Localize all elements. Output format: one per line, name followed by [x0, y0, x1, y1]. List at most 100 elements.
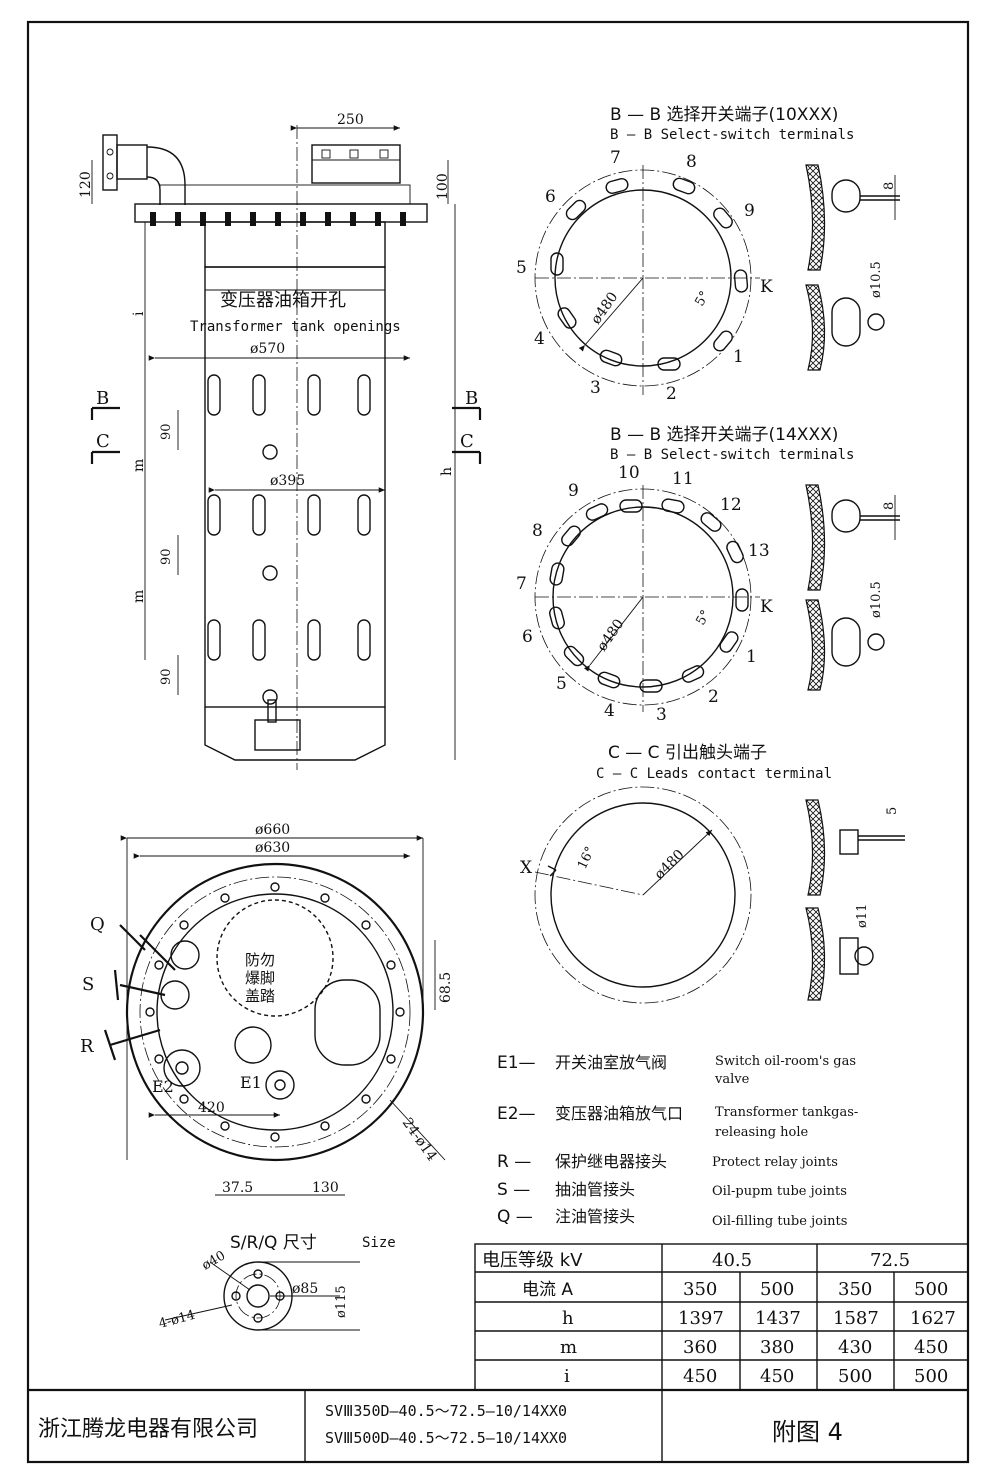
- plan-view: ø660 ø630 Q S R E2 E1 防勿 爆脚 盖踏 68.5 420 …: [80, 822, 454, 1196]
- table-cell: 360: [683, 1337, 717, 1358]
- bb10-terminals: [550, 177, 749, 371]
- legend-cn-s: 抽油管接头: [555, 1180, 635, 1199]
- legend-en1-s: Oil-pupm tube joints: [712, 1184, 847, 1199]
- legend-code-s: S —: [497, 1180, 530, 1200]
- bb14-num-3: 3: [656, 705, 667, 725]
- bb14-num-8: 8: [532, 521, 543, 541]
- legend-en2-e2: releasing hole: [715, 1125, 809, 1140]
- legend-en1-e2: Transformer tankgas-: [715, 1105, 858, 1120]
- plan-label-s: S: [82, 974, 94, 995]
- table-cell: 1627: [910, 1308, 956, 1329]
- table-cell: 1437: [755, 1308, 801, 1329]
- bb10-num-7: 7: [610, 148, 621, 168]
- table-cell: 350: [838, 1279, 872, 1300]
- section-b-left: B: [96, 388, 109, 409]
- plan-warning-1: 防勿: [245, 951, 275, 969]
- table-cell: 500: [914, 1279, 948, 1300]
- dim-90a: 90: [159, 423, 174, 440]
- section-b-right: B: [465, 388, 478, 409]
- table-cell: 500: [838, 1366, 872, 1387]
- dim-m1: m: [131, 459, 147, 472]
- bb-14xxx-section: B — B 选择开关端子(14XXX) B — B Select-switch …: [516, 425, 900, 725]
- table-cell: 500: [760, 1279, 794, 1300]
- bb10-num-4: 4: [534, 329, 545, 349]
- cc-title-cn: C — C 引出触头端子: [608, 743, 767, 763]
- bb10-angle: 5°: [692, 289, 712, 309]
- plan-dim-130: 130: [312, 1180, 339, 1196]
- section-c-left: C: [96, 431, 110, 452]
- cc-dim-11: ø11: [855, 904, 870, 928]
- legend-en1-e1: Switch oil-room's gas: [715, 1054, 856, 1069]
- bb14-detail: [805, 484, 900, 691]
- pipe-elbow: [102, 134, 186, 205]
- tank-cylinder: [204, 266, 386, 708]
- bb14-num-13: 13: [748, 541, 770, 561]
- size-title: S/R/Q 尺寸: [230, 1233, 317, 1253]
- figure-number: 附图 4: [772, 1418, 843, 1446]
- size-d40: ø40: [200, 1248, 229, 1273]
- plan-dim-375: 37.5: [222, 1180, 253, 1196]
- cc-dia: ø480: [652, 847, 688, 883]
- cc-circle: [550, 802, 736, 988]
- dim-90b: 90: [159, 548, 174, 565]
- plan-dim-420: 420: [198, 1100, 225, 1116]
- bb10-dim-8: 8: [882, 182, 897, 190]
- outer-frame: [26, 20, 970, 1464]
- table-cell: 430: [838, 1337, 872, 1358]
- legend-cn-r: 保护继电器接头: [555, 1152, 667, 1171]
- table-cell: 450: [683, 1366, 717, 1387]
- cc-angle: 16°: [575, 844, 598, 871]
- pipe-r: [103, 1028, 201, 1087]
- size-d115: ø115: [334, 1285, 349, 1318]
- table-row-label-current: 电流 A: [522, 1280, 573, 1300]
- bb10-num-5: 5: [516, 258, 527, 278]
- bb14-num-2: 2: [708, 687, 719, 707]
- dia-570: ø570: [250, 341, 285, 357]
- dim-m2: m: [131, 590, 147, 603]
- bb10-title-cn: B — B 选择开关端子(10XXX): [610, 105, 838, 125]
- bb14-num-10: 10: [618, 463, 640, 483]
- tank-elevation-view: 250 120 100 i 90 m 90 m 90 h 变压器油箱开孔 Tra…: [78, 112, 482, 770]
- bb14-num-1: 1: [746, 647, 757, 667]
- bb14-num-7: 7: [516, 574, 527, 594]
- table-cell: 1397: [678, 1308, 724, 1329]
- size-holes: 4-ø14: [157, 1308, 197, 1332]
- flange-bolts: [150, 212, 406, 226]
- bb10-num-3: 3: [590, 378, 601, 398]
- company-name: 浙江腾龙电器有限公司: [38, 1417, 258, 1442]
- plan-dim-685: 68.5: [438, 972, 454, 1003]
- legend-cn-e1: 开关油室放气阀: [555, 1053, 667, 1072]
- title-block: 浙江腾龙电器有限公司 SVⅢ350D—40.5～72.5—10/14XX0 SV…: [28, 1388, 968, 1462]
- cc-section: C — C 引出触头端子 C — C Leads contact termina…: [520, 743, 905, 1004]
- bb14-num-4: 4: [604, 701, 615, 721]
- legend-cn-e2: 变压器油箱放气口: [555, 1104, 683, 1123]
- pipe-q: [119, 924, 200, 971]
- bb14-num-6: 6: [522, 627, 533, 647]
- model-number-1: SVⅢ350D—40.5～72.5—10/14XX0: [325, 1402, 567, 1420]
- bb14-dim-105: ø10.5: [869, 581, 884, 618]
- bb14-angle: 5°: [693, 608, 713, 628]
- section-c-right: C: [460, 431, 474, 452]
- cc-x: X: [520, 858, 533, 878]
- legend-en1-r: Protect relay joints: [712, 1155, 838, 1170]
- table-voltage-1: 40.5: [712, 1250, 752, 1271]
- cc-detail: [805, 799, 905, 1001]
- table-voltage-2: 72.5: [870, 1250, 910, 1271]
- cc-dim-5: 5: [885, 807, 900, 815]
- bb14-title-en: B — B Select-switch terminals: [610, 447, 854, 463]
- bb-10xxx-section: B — B 选择开关端子(10XXX) B — B Select-switch …: [516, 105, 900, 404]
- legend-cn-q: 注油管接头: [555, 1207, 635, 1226]
- dim-250: 250: [337, 112, 364, 128]
- legend-code-e2: E2—: [497, 1104, 536, 1124]
- table-cell: 1587: [833, 1308, 879, 1329]
- table-row-label-h: h: [562, 1308, 574, 1329]
- table-cell: 450: [760, 1366, 794, 1387]
- table-cell: 450: [914, 1337, 948, 1358]
- tank-openings-title-cn: 变压器油箱开孔: [220, 290, 346, 311]
- plan-label-e1: E1: [240, 1073, 262, 1092]
- table-row-label-i: i: [564, 1366, 570, 1387]
- bb14-k: K: [760, 597, 773, 617]
- terminal-slots: [207, 374, 371, 705]
- legend: E1— 开关油室放气阀 Switch oil-room's gas valve …: [497, 1053, 858, 1229]
